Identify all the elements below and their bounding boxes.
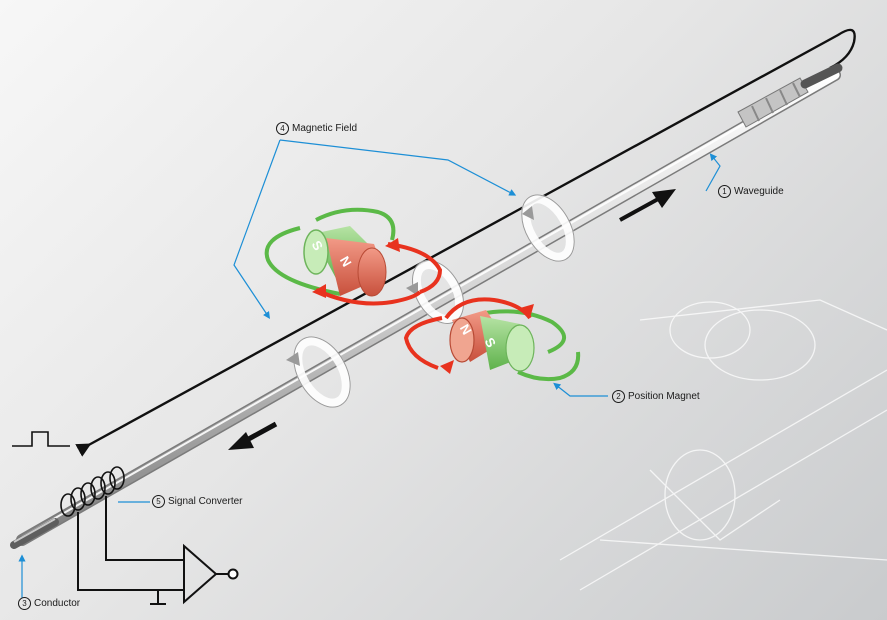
label-number-1: 1 xyxy=(718,185,731,198)
label-text-position-magnet: Position Magnet xyxy=(628,391,700,402)
leader-lines xyxy=(18,139,721,598)
label-text-waveguide: Waveguide xyxy=(734,186,784,197)
conductor-tip xyxy=(10,518,59,549)
label-waveguide: 1 Waveguide xyxy=(718,185,784,198)
label-number-5: 5 xyxy=(152,495,165,508)
label-number-2: 2 xyxy=(612,390,625,403)
magnetic-field-rings xyxy=(293,194,575,408)
upper-magnet xyxy=(303,226,387,297)
background-watermark xyxy=(559,299,887,591)
pulse-symbol xyxy=(12,431,70,447)
label-number-4: 4 xyxy=(276,122,289,135)
label-magnetic-field: 4 Magnetic Field xyxy=(276,122,357,135)
label-signal-converter: 5 Signal Converter xyxy=(152,495,242,508)
lower-magnet xyxy=(449,310,535,372)
label-text-conductor: Conductor xyxy=(34,598,81,609)
label-number-3: 3 xyxy=(18,597,31,610)
label-text-signal-converter: Signal Converter xyxy=(168,496,243,507)
sensor-head xyxy=(737,63,843,128)
amplifier-circuit xyxy=(77,496,239,605)
return-wire xyxy=(75,28,856,457)
upper-magnet-field xyxy=(264,207,443,306)
direction-arrows xyxy=(228,189,676,450)
signal-converter-coil xyxy=(60,466,125,517)
label-conductor: 3 Conductor xyxy=(18,597,80,610)
label-text-magnetic-field: Magnetic Field xyxy=(292,123,358,134)
label-position-magnet: 2 Position Magnet xyxy=(612,390,700,403)
